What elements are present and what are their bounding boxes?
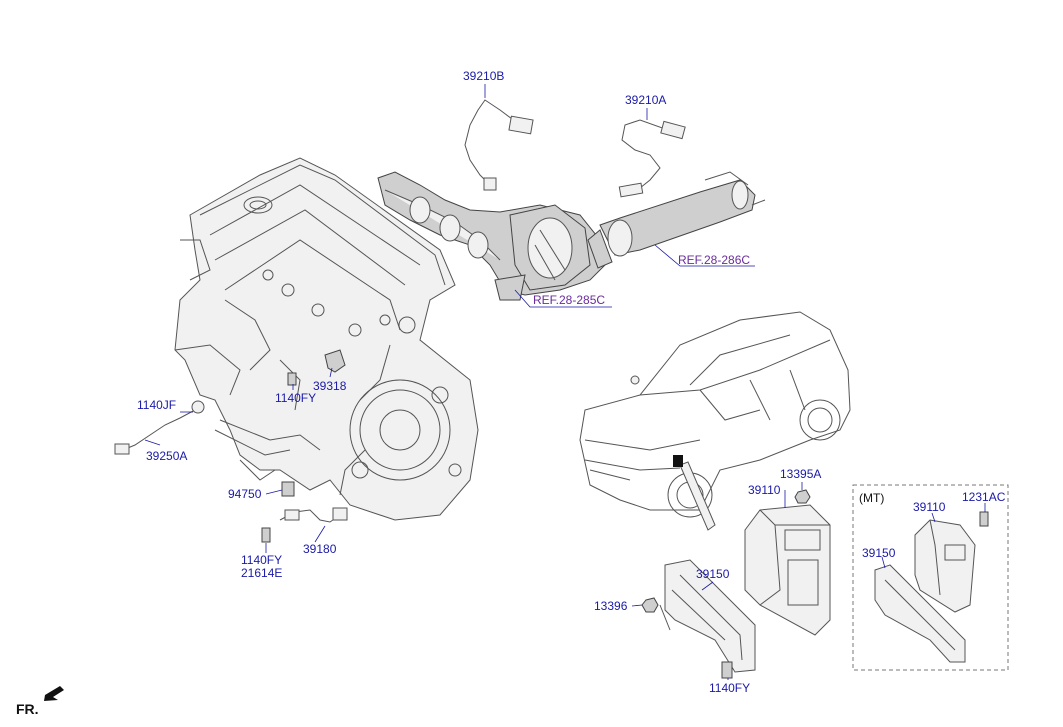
bracket-39150-b <box>874 564 966 663</box>
label-21614E[interactable]: 21614E <box>241 566 282 580</box>
nut-13396 <box>641 597 659 613</box>
cam-sensor-39318 <box>324 349 346 373</box>
label-39150-b[interactable]: 39150 <box>862 546 896 560</box>
label-39150-a[interactable]: 39150 <box>696 567 730 581</box>
engine-block <box>174 157 479 521</box>
front-direction-indicator <box>44 686 64 701</box>
label-1140FY-a[interactable]: 1140FY <box>275 391 316 405</box>
bolt-1140FY-a <box>287 372 297 386</box>
nut-13395A <box>794 489 811 504</box>
label-39110-a[interactable]: 39110 <box>748 483 781 497</box>
ecu-module-39110-a <box>744 504 831 636</box>
bolt-1140FY-b <box>261 527 271 543</box>
exhaust-manifold <box>377 171 606 301</box>
label-39210B[interactable]: 39210B <box>463 69 504 83</box>
oxygen-sensor-upstream <box>464 99 534 191</box>
catalytic-converter <box>587 171 766 269</box>
knock-sensor-39250A <box>114 400 205 455</box>
label-1140JF[interactable]: 1140JF <box>137 398 176 412</box>
bolt-1140FY-c <box>721 661 733 679</box>
label-1140FY-c[interactable]: 1140FY <box>709 681 750 695</box>
leader-lines <box>144 84 986 680</box>
plug-94750 <box>281 481 295 497</box>
oxygen-sensor-downstream <box>618 119 686 198</box>
label-1231AC[interactable]: 1231AC <box>962 490 1006 504</box>
label-13395A[interactable]: 13395A <box>780 467 821 481</box>
location-arrow <box>673 455 716 531</box>
label-39110-b[interactable]: 39110 <box>913 500 946 514</box>
mt-variant-box <box>852 484 1009 671</box>
label-39318[interactable]: 39318 <box>313 379 347 393</box>
label-94750[interactable]: 94750 <box>228 487 262 501</box>
label-39210A[interactable]: 39210A <box>625 93 666 107</box>
ref-28-285C-link[interactable]: REF.28-285C <box>533 293 605 307</box>
label-13396[interactable]: 13396 <box>594 599 628 613</box>
label-39180[interactable]: 39180 <box>303 542 337 556</box>
label-39250A[interactable]: 39250A <box>146 449 187 463</box>
fr-label: FR. <box>16 701 39 717</box>
crank-sensor-39180 <box>279 507 348 523</box>
bolt-1231AC <box>979 511 989 527</box>
vehicle-outline <box>579 311 851 518</box>
label-mt: (MT) <box>859 491 884 505</box>
ref-28-286C-link[interactable]: REF.28-286C <box>678 253 750 267</box>
bracket-39150-a <box>659 559 756 673</box>
ecu-module-39110-b <box>914 519 976 613</box>
label-1140FY-b[interactable]: 1140FY <box>241 553 282 567</box>
